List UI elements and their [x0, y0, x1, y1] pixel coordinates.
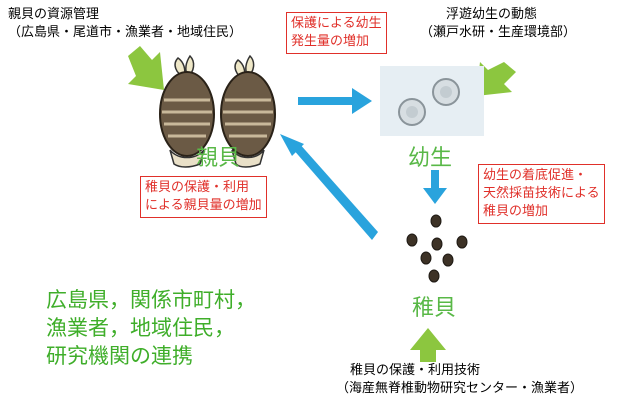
top-center-line1: 保護による幼生: [291, 16, 382, 31]
top-right-label: 浮遊幼生の動態 （瀬戸水研・生産環境部）: [420, 6, 576, 42]
top-center-box: 保護による幼生 発生量の増加: [286, 12, 387, 54]
bottom-line2: （海産無脊椎動物研究センター・漁業者）: [336, 381, 584, 396]
bottom-label: 稚貝の保護・利用技術 （海産無脊椎動物研究センター・漁業者）: [336, 362, 583, 398]
top-left-label: 親貝の資源管理 （広島県・尾道市・漁業者・地域住民）: [8, 6, 242, 42]
top-center-line2: 発生量の増加: [291, 34, 370, 49]
adult-shell-icon: [220, 54, 276, 168]
left-box: 稚貝の保護・利用 による親貝量の増加: [140, 176, 267, 218]
partners-text: 広島県，関係市町村， 漁業者，地域住民， 研究機関の連携: [46, 286, 256, 370]
top-left-line2: （広島県・尾道市・漁業者・地域住民）: [8, 25, 243, 40]
bottom-line1: 稚貝の保護・利用技術: [350, 363, 481, 378]
stage-juvenile-label: 稚貝: [412, 296, 457, 321]
blue-arrow-adult-to-larva: [298, 88, 372, 114]
right-box-line2: 天然採苗技術による: [483, 186, 600, 201]
green-arrow-larva: [476, 62, 516, 96]
right-box-line1: 幼生の着底促進・: [483, 168, 588, 183]
larva-photo: [380, 66, 484, 136]
top-left-line1: 親貝の資源管理: [8, 7, 100, 22]
green-arrow-juvenile: [410, 328, 446, 362]
partners-line2: 漁業者，地域住民，: [46, 316, 235, 340]
top-right-line1: 浮遊幼生の動態: [446, 7, 538, 22]
partners-line1: 広島県，関係市町村，: [46, 288, 256, 312]
right-box-line3: 稚貝の増加: [483, 204, 549, 219]
stage-larva-label: 幼生: [408, 146, 453, 171]
stage-adult-label: 親貝: [196, 146, 241, 171]
blue-arrow-larva-to-juvenile: [423, 170, 447, 204]
left-box-line2: による親貝量の増加: [145, 198, 262, 213]
right-box: 幼生の着底促進・ 天然採苗技術による 稚貝の増加: [478, 164, 605, 224]
partners-line3: 研究機関の連携: [46, 344, 193, 368]
top-right-line2: （瀬戸水研・生産環境部）: [420, 25, 577, 40]
blue-arrow-juvenile-to-adult: [280, 134, 378, 240]
juvenile-shells-icon: [406, 214, 468, 283]
green-arrow-adult: [128, 46, 164, 90]
left-box-line1: 稚貝の保護・利用: [145, 180, 250, 195]
adult-shell-icon: [159, 54, 215, 168]
